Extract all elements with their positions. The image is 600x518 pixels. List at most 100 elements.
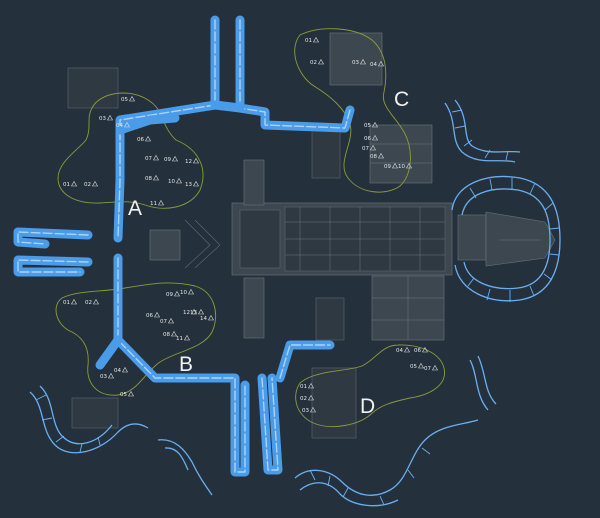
stand-triangle-icon [307, 394, 315, 401]
stand-marker: 06 [146, 311, 161, 319]
stand-marker: 12 [185, 157, 200, 165]
stand-triangle-icon [107, 372, 115, 379]
stand-triangle-icon [152, 174, 160, 181]
stand-number: 06 [414, 348, 421, 354]
stand-marker: 02 [300, 394, 315, 402]
stand-marker: 08 [163, 330, 178, 338]
stand-number: 02 [310, 60, 317, 66]
stand-triangle-icon [207, 314, 215, 321]
ring-connector [457, 214, 487, 261]
stand-number: 07 [160, 319, 167, 325]
north-spine [243, 159, 265, 206]
stand-triangle-icon [377, 152, 385, 159]
south-building [315, 297, 345, 341]
east-hub [485, 211, 556, 267]
stand-triangle-icon [123, 121, 131, 128]
stand-number: 08 [163, 332, 170, 338]
stand-triangle-icon [197, 308, 205, 315]
stand-marker: 04 [116, 121, 131, 129]
stand-number: 05 [364, 123, 371, 129]
stand-number: 06 [146, 313, 153, 319]
stand-marker: 01 [63, 298, 78, 306]
stand-marker: 14 [200, 314, 215, 322]
stand-number: 09 [164, 157, 171, 163]
stand-triangle-icon [128, 95, 136, 102]
stand-triangle-icon [192, 180, 200, 187]
stand-marker: 08 [370, 152, 385, 160]
north-building [311, 129, 341, 179]
zone-c-building [369, 124, 433, 184]
stand-triangle-icon [170, 330, 178, 337]
zone-d-outline [295, 344, 445, 427]
stand-number: 04 [396, 348, 403, 354]
stand-number: 08 [145, 176, 152, 182]
stand-marker: 07 [424, 364, 439, 372]
stand-marker: 04 [370, 60, 385, 68]
stand-triangle-icon [157, 199, 165, 206]
west-module [149, 229, 181, 261]
stand-triangle-icon [307, 382, 315, 389]
stand-triangle-icon [152, 154, 160, 161]
stand-triangle-icon [91, 180, 99, 187]
stand-triangle-icon [192, 157, 200, 164]
zone-labels: A B C D [128, 88, 409, 418]
zone-d-building [311, 367, 357, 439]
stand-marker: 07 [145, 154, 160, 162]
stand-number: 01 [300, 384, 307, 390]
stand-number: 02 [85, 300, 92, 306]
stand-number: 03 [302, 408, 309, 414]
stand-number: 07 [362, 146, 369, 152]
stand-triangle-icon [309, 406, 317, 413]
east-ring-concourse [451, 175, 561, 302]
stand-triangle-icon [144, 135, 152, 142]
south-spine [243, 277, 265, 339]
stand-marker: 03 [100, 372, 115, 380]
zone-a-outline [57, 92, 204, 209]
stand-triangle-icon [369, 144, 377, 151]
stand-triangle-icon [403, 346, 411, 353]
stand-marker: 04 [114, 366, 129, 374]
southwest-structure [71, 397, 119, 429]
zone-label-c: C [394, 88, 409, 111]
stand-number: 10 [398, 164, 405, 170]
stand-marker: 12 [183, 308, 198, 316]
stand-marker: 10 [168, 177, 183, 185]
stand-triangle-icon [317, 58, 325, 65]
stand-marker: 01 [305, 36, 320, 44]
piers [13, 15, 355, 477]
stand-number: 02 [300, 396, 307, 402]
stand-number: 08 [370, 154, 377, 160]
stand-triangle-icon [312, 36, 320, 43]
terminal-block-west [239, 209, 281, 269]
stand-marker: 10 [398, 162, 413, 170]
stand-marker: 05 [364, 121, 379, 129]
stand-number: 09 [384, 164, 391, 170]
stand-number: 09 [166, 292, 173, 298]
stand-marker: 06 [414, 346, 429, 354]
stand-triangle-icon [121, 366, 129, 373]
stand-triangle-icon [171, 155, 179, 162]
stand-number: 10 [180, 290, 187, 296]
stand-triangle-icon [173, 290, 181, 297]
zone-label-b: B [179, 353, 193, 376]
northwest-structure [67, 67, 119, 109]
stand-marker: 02 [85, 298, 100, 306]
stand-marker: 13 [185, 180, 200, 188]
stand-triangle-icon [92, 298, 100, 305]
stand-triangle-icon [70, 180, 78, 187]
stand-marker: 06 [364, 134, 379, 142]
stand-triangle-icon [371, 121, 379, 128]
stand-triangle-icon [377, 60, 385, 67]
stand-number: 01 [63, 300, 70, 306]
stand-triangle-icon [391, 162, 399, 169]
stand-number: 03 [99, 116, 106, 122]
stand-marker: 11 [150, 199, 165, 207]
stand-marker: 09 [384, 162, 399, 170]
stand-triangle-icon [167, 317, 175, 324]
stand-number: 02 [84, 182, 91, 188]
stand-marker: 03 [352, 58, 367, 66]
stand-marker: 05 [410, 362, 425, 370]
west-stub-lower [13, 255, 93, 277]
